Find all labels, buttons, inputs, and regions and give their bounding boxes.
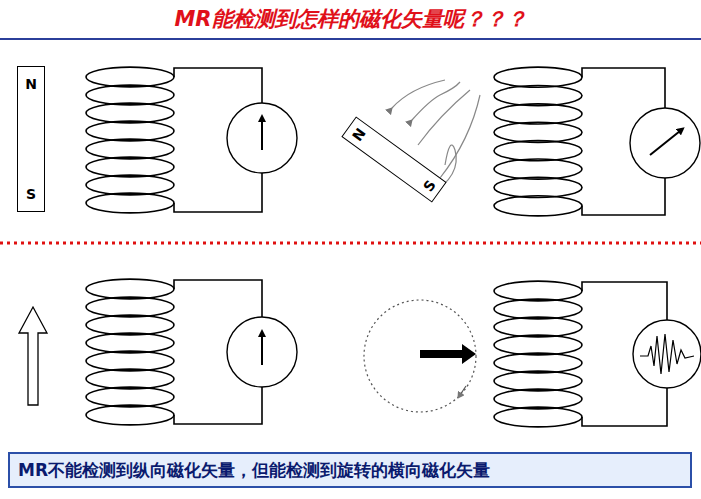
pole-label: S — [26, 187, 36, 201]
pole-label: S — [421, 177, 438, 193]
transverse-vector — [420, 344, 476, 364]
pole-label: N — [25, 77, 37, 91]
hollow-arrow — [19, 307, 47, 405]
needle — [650, 131, 680, 155]
caption-banner: MR不能检测到纵向磁化矢量，但能检测到旋转的横向磁化矢量 — [8, 452, 692, 488]
title: MR能检测到怎样的磁化矢量呢？？？ — [0, 5, 701, 33]
signal-wave — [640, 334, 694, 374]
rotation-arrow — [458, 386, 466, 398]
rotation-path — [364, 300, 476, 412]
galvanometers — [227, 103, 701, 388]
needle — [261, 335, 263, 365]
separator — [0, 242, 701, 245]
magnet: NS — [17, 66, 45, 212]
coils — [86, 67, 667, 427]
header-rule — [0, 38, 701, 40]
pole-label: N — [350, 125, 368, 143]
needle — [261, 120, 263, 150]
